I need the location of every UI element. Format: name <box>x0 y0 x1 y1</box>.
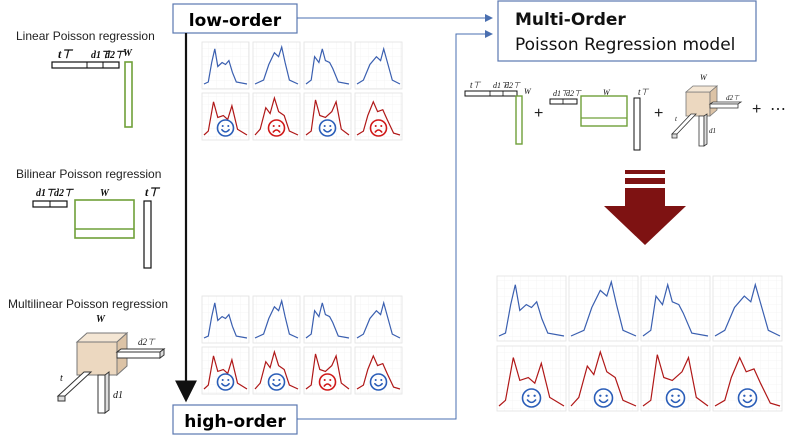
d2-transpose-label: d2⊤ <box>54 188 74 199</box>
weight-matrix <box>74 199 135 239</box>
spectrum-plot-blue <box>496 275 567 342</box>
d1-label: d1 <box>113 390 123 401</box>
big-down-arrow <box>604 170 686 245</box>
w-label: W <box>524 87 532 96</box>
multilinear-diagram: W d2⊤ t d1 <box>56 314 166 414</box>
multi-order-title: Multi-Order <box>515 10 626 30</box>
spectrum-plot-blue <box>568 275 639 342</box>
ellipsis: ⋯ <box>770 101 786 118</box>
spectrum-plot-blue <box>252 41 301 90</box>
spectrum-plot-blue <box>640 275 711 342</box>
d1-transpose-label: d1⊤ <box>493 81 509 90</box>
w-label: W <box>100 188 110 199</box>
high-order-link-arrow <box>297 30 493 420</box>
d2-transpose-label: d2⊤ <box>105 50 125 61</box>
sad-face-icon <box>318 373 337 391</box>
happy-face-icon <box>369 373 388 391</box>
happy-face-icon <box>593 388 614 408</box>
weight-vector <box>124 61 133 128</box>
spectrum-plot-blue <box>354 41 403 90</box>
bilinear-diagram: d1⊤ d2⊤ W t⊤ <box>32 185 160 269</box>
linear-title: Linear Poisson regression <box>16 29 155 43</box>
happy-face-icon <box>267 373 286 391</box>
plus-sign: + <box>752 101 761 118</box>
t-transpose-label: t⊤ <box>638 87 650 97</box>
d2-transpose-label: d2⊤ <box>566 89 582 98</box>
spectrum-plot-red <box>354 92 403 141</box>
spectrum-plot-red <box>201 346 250 395</box>
happy-face-icon <box>737 388 758 408</box>
spectrum-plot-red <box>201 92 250 141</box>
multi-order-formula: t⊤ d1⊤ d2⊤ W + d1⊤ d2⊤ W t⊤ + W d2⊤ t d1… <box>464 73 786 151</box>
feature-vector <box>51 61 120 69</box>
t-transpose-label: t⊤ <box>58 47 73 61</box>
happy-face-icon <box>521 388 542 408</box>
spectrum-plot-red <box>496 345 567 412</box>
plus-sign: + <box>534 105 543 122</box>
t-label: t <box>60 373 63 384</box>
d1-transpose-label: d1⊤ <box>36 188 56 199</box>
low-order-label: low-order <box>189 11 282 31</box>
w-label: W <box>96 314 106 325</box>
d2-transpose-label: d2⊤ <box>138 337 156 347</box>
happy-face-icon <box>665 388 686 408</box>
spectrum-plot-blue <box>303 295 352 344</box>
poisson-regression-model-title: Poisson Regression model <box>515 35 735 55</box>
spectrum-plot-blue <box>303 41 352 90</box>
spectrum-plot-blue <box>252 295 301 344</box>
spectrum-plot-red <box>568 345 639 412</box>
multi-order-title-box <box>497 0 757 62</box>
d2-transpose-label: d2⊤ <box>726 94 740 102</box>
happy-face-icon <box>318 119 337 137</box>
d1-transpose-label: d1⊤ <box>553 89 569 98</box>
t-vector <box>143 200 152 269</box>
plus-sign: + <box>654 105 663 122</box>
spectrum-plot-red <box>252 92 301 141</box>
w-label: W <box>603 88 611 97</box>
high-order-label: high-order <box>184 412 286 432</box>
high-order-thumbnails <box>201 295 403 395</box>
spectrum-plot-blue <box>201 295 250 344</box>
spectrum-plot-red <box>303 346 352 395</box>
spectrum-plot-red <box>354 346 403 395</box>
w-label: W <box>123 48 133 59</box>
happy-face-icon <box>216 373 235 391</box>
low-order-thumbnails <box>201 41 403 141</box>
result-thumbnails <box>496 275 783 412</box>
linear-diagram: t⊤ d1⊤ d2⊤ W <box>51 47 133 128</box>
bilinear-title: Bilinear Poisson regression <box>16 167 161 181</box>
d1-label: d1 <box>709 127 716 135</box>
t-transpose-label: t⊤ <box>470 80 482 90</box>
d1-transpose-label: d1⊤ <box>91 50 111 61</box>
spectrum-plot-blue <box>354 295 403 344</box>
t-label: t <box>675 115 678 123</box>
spectrum-plot-red <box>712 345 783 412</box>
spectrum-plot-blue <box>712 275 783 342</box>
happy-face-icon <box>216 119 235 137</box>
spectrum-plot-red <box>252 346 301 395</box>
sad-face-icon <box>267 119 286 137</box>
w-label: W <box>700 73 708 82</box>
t-transpose-label: t⊤ <box>145 185 160 199</box>
spectrum-plot-blue <box>201 41 250 90</box>
sad-face-icon <box>369 119 388 137</box>
spectrum-plot-red <box>640 345 711 412</box>
d2-transpose-label: d2⊤ <box>505 81 521 90</box>
multilinear-title: Multilinear Poisson regression <box>8 297 168 311</box>
spectrum-plot-red <box>303 92 352 141</box>
